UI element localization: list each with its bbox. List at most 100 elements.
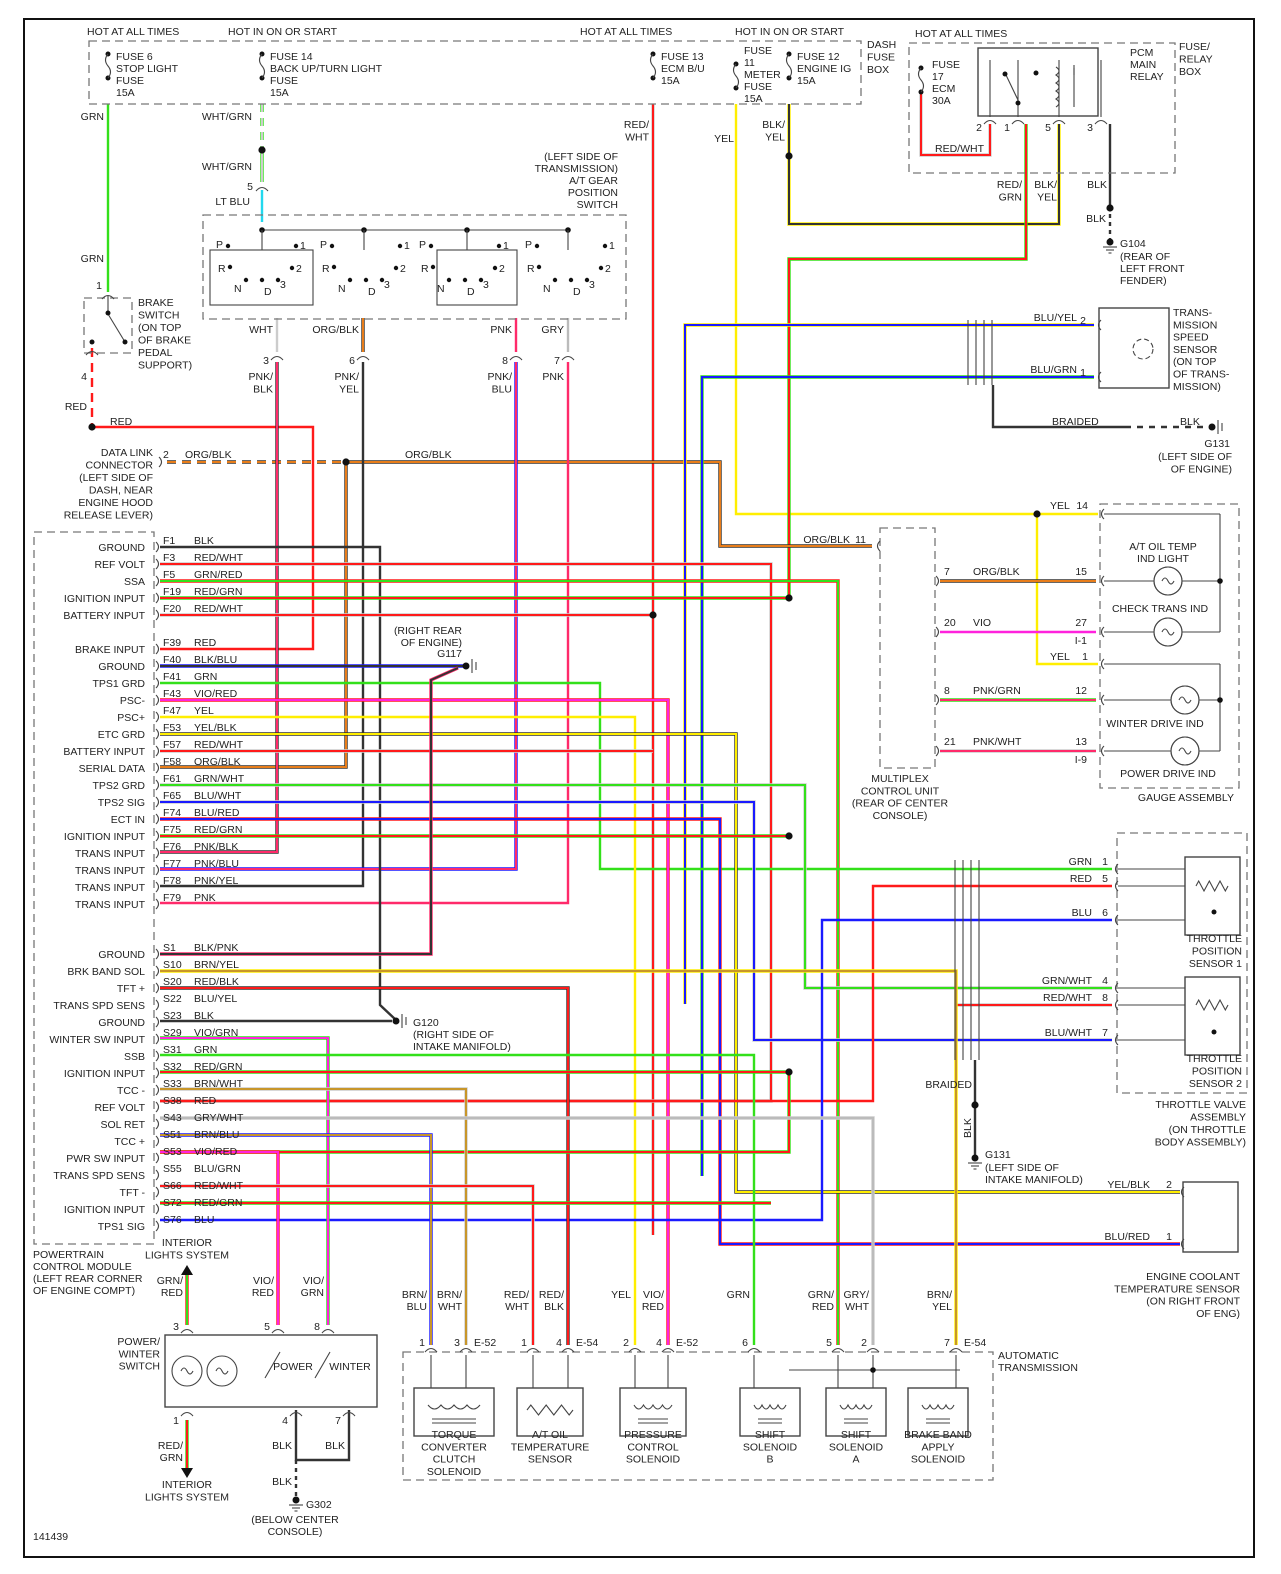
splice-dot — [243, 277, 249, 283]
wire-core — [160, 1185, 534, 1345]
connector-icon — [155, 575, 160, 587]
g131-location: (LEFT SIDE OF — [1158, 451, 1232, 463]
gear-pos-label: P — [525, 239, 532, 251]
connector-icon — [155, 1186, 160, 1198]
wire-core — [92, 425, 315, 651]
pcm-pin-name: GROUND — [98, 1017, 145, 1029]
pcm-pin-name: TCC - — [117, 1085, 145, 1097]
wire-label: LT BLU — [215, 196, 250, 208]
wire-label: PNK/ — [248, 371, 273, 383]
wire-label: BLU/RED — [194, 807, 240, 819]
connector-icon — [935, 694, 940, 706]
component-label: CONVERTER — [421, 1441, 487, 1453]
bulb-icon — [1153, 617, 1183, 647]
connector-icon — [1094, 119, 1108, 125]
pcm-pin-number: F57 — [163, 739, 181, 751]
fuse-label: 15A — [744, 93, 763, 105]
pcm-pin-number: F3 — [163, 552, 175, 564]
bulb-icon — [1170, 736, 1200, 766]
wire-label: ORG/BLK — [405, 449, 452, 461]
arrow-up-icon — [181, 1265, 193, 1275]
wire-f77 — [160, 362, 518, 871]
g131-id: G131 — [1204, 438, 1230, 450]
wire-s31 — [160, 1053, 756, 1345]
pin-number: 5 — [264, 1321, 270, 1333]
wire-label: GRN — [1069, 856, 1092, 868]
ect-label: ENGINE COOLANT — [1146, 1271, 1241, 1283]
brake-switch-arm — [107, 313, 126, 343]
connector-icon — [255, 186, 269, 192]
connector-icon — [155, 948, 160, 960]
connector-icon — [155, 779, 160, 791]
splice-dot — [393, 265, 399, 271]
pin-number: 1 — [1166, 1231, 1172, 1243]
speed-sensor-label: OF TRANS- — [1173, 369, 1230, 381]
ect-label: (ON RIGHT FRONT — [1146, 1296, 1240, 1308]
pcm-pin-number: F41 — [163, 671, 181, 683]
ect-sensor — [1182, 1181, 1239, 1253]
splice-dot — [289, 265, 295, 271]
connector-icon — [561, 355, 575, 361]
wire-label: PNK/ — [487, 371, 512, 383]
pcm-pin-name: BATTERY INPUT — [63, 610, 145, 622]
wire-label: ORG/BLK — [973, 566, 1020, 578]
splice-dot — [379, 277, 385, 283]
pcm-pin-number: F76 — [163, 841, 181, 853]
pw-switch-label: POWER/ — [117, 1336, 160, 1348]
bulb-filament-icon — [1178, 696, 1192, 704]
pin-number: 1 — [521, 1337, 527, 1349]
connector-icon — [949, 1347, 963, 1353]
connector-icon — [155, 982, 160, 994]
connector-icon — [155, 1203, 160, 1215]
splice-dot — [1002, 71, 1008, 77]
connector-icon — [155, 881, 160, 893]
component-label: SOLENOID — [829, 1441, 884, 1453]
connector-icon — [158, 456, 163, 468]
wire-label: BLK — [1086, 213, 1106, 225]
wire-relay5 — [787, 124, 1061, 226]
connector-icon — [289, 1411, 303, 1417]
bulb-icon — [171, 1355, 203, 1387]
wire-f1 — [160, 545, 397, 1021]
connector-icon — [155, 847, 160, 859]
wire-label: PNK/WHT — [973, 736, 1022, 748]
gear-switch-label: A/T GEAR — [569, 175, 618, 187]
splice-dot — [227, 264, 233, 270]
fuse-label: 15A — [270, 87, 289, 99]
wire-label: RED/BLK — [194, 976, 239, 988]
pcm-pin-number: S29 — [163, 1027, 182, 1039]
wire-label: RED — [110, 416, 133, 428]
tps2-sensor — [1184, 976, 1241, 1056]
splice-dot — [1217, 697, 1223, 703]
wire-s33 — [160, 1087, 468, 1345]
fuse-label: FUSE — [116, 75, 144, 87]
connector-icon — [155, 677, 160, 689]
pin-number: 7 — [554, 355, 560, 367]
interior-lights-bottom: INTERIOR — [162, 1479, 213, 1491]
connector-icon — [155, 1084, 160, 1096]
wire-label: PNK — [490, 324, 512, 336]
gear-switch-label: TRANSMISSION) — [535, 163, 618, 175]
wire-gauge-yel1 — [1035, 514, 1098, 666]
wire-label: RED/GRN — [194, 1061, 242, 1073]
gear-pos-label: 3 — [483, 279, 489, 291]
pcm-pin-name: TRANS SPD SENS — [53, 1000, 145, 1012]
connector-icon — [526, 1347, 540, 1353]
interior-lights-top: LIGHTS SYSTEM — [145, 1250, 229, 1262]
pin-number: 1 — [173, 1415, 179, 1427]
gear-pos-label: R — [527, 263, 535, 275]
pin-number: 1 — [1102, 856, 1108, 868]
wire-label: WHT — [438, 1301, 462, 1313]
gear-pos-label: D — [573, 286, 581, 298]
connector-icon — [356, 355, 370, 361]
wire-brake-input — [92, 425, 315, 651]
connector-icon — [1114, 880, 1119, 892]
wire-f78 — [160, 362, 365, 888]
wire-label: RED/GRN — [194, 586, 242, 598]
splice-dot — [971, 1101, 979, 1109]
g131-id: G131 — [985, 1149, 1011, 1161]
brake-switch-label: SWITCH — [138, 310, 179, 322]
wire-core — [684, 324, 1094, 1004]
components-layer — [33, 40, 1248, 1512]
pin-number: 20 — [944, 617, 956, 629]
